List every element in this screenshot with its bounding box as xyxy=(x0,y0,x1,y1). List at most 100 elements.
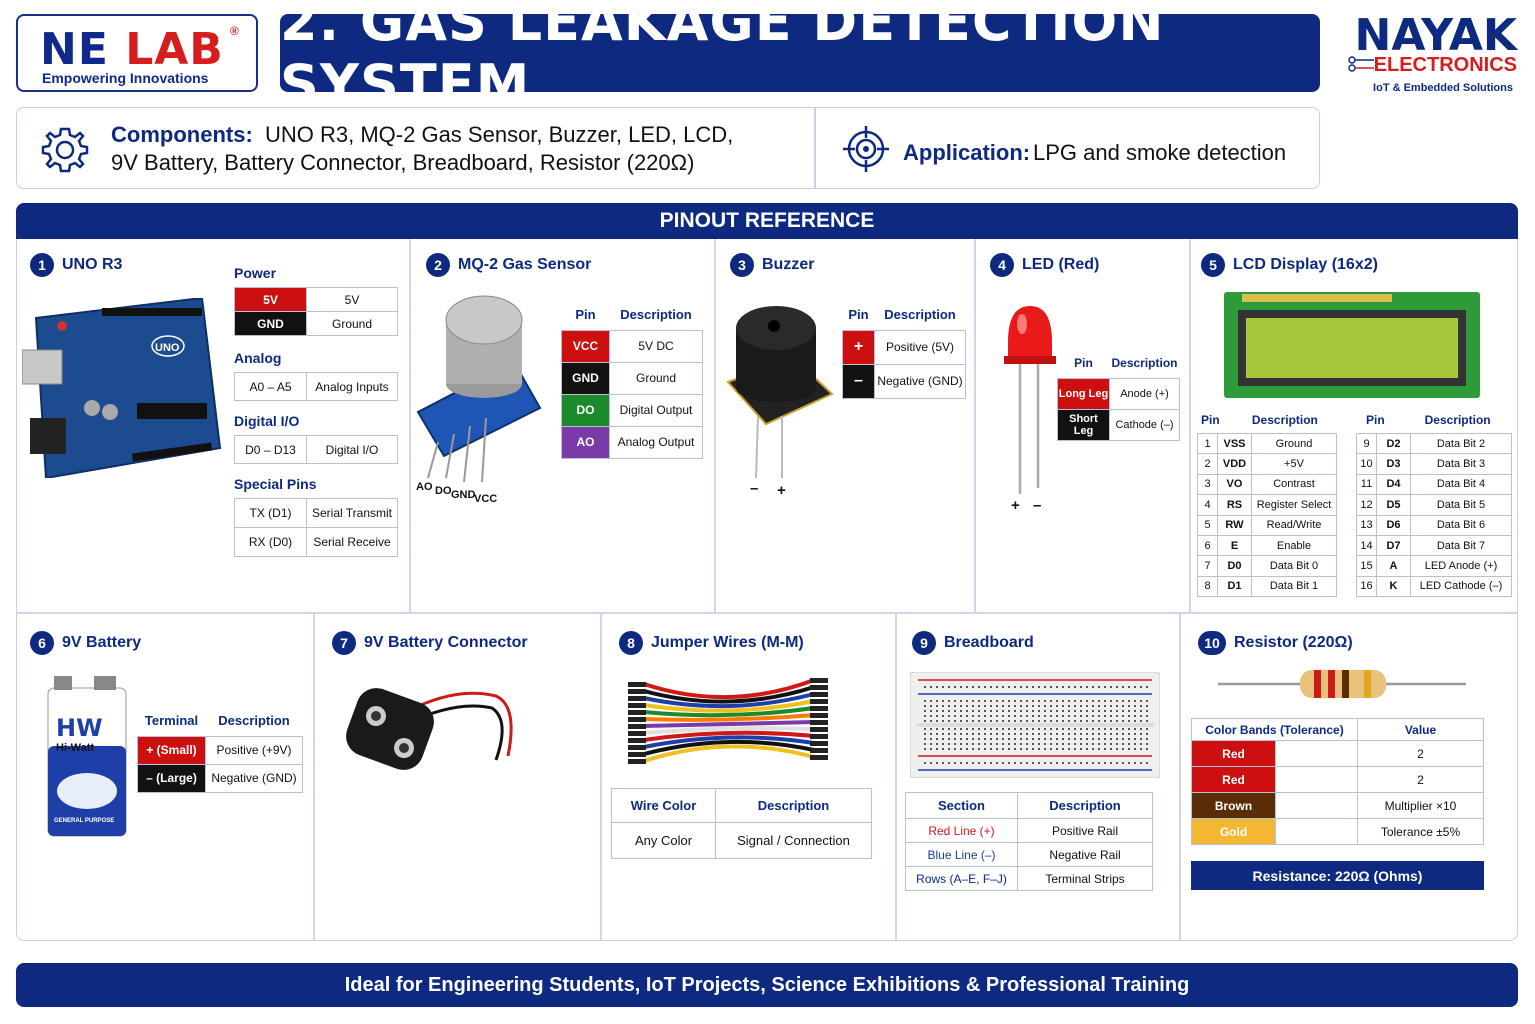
pin-number-cell: 15 xyxy=(1356,555,1377,577)
desc-cell: Data Bit 3 xyxy=(1410,453,1512,475)
section-number: 3 xyxy=(730,253,754,277)
jumper-pin-housing xyxy=(628,738,646,743)
col-header-description: Description xyxy=(1424,413,1491,427)
pin-cell: GND xyxy=(561,361,610,395)
pin-number-cell: 8 xyxy=(1197,575,1218,598)
col-header-description: Description xyxy=(620,307,692,323)
special-pins-table: TX (D1)Serial Transmit RX (D0)Serial Rec… xyxy=(234,498,398,557)
band-cell: Red xyxy=(1191,740,1276,767)
jumper-wire xyxy=(643,739,815,756)
section-cell: Red Line (+) xyxy=(905,818,1018,843)
pin-name-cell: D4 xyxy=(1376,473,1411,496)
jumper-pin-housing xyxy=(628,724,646,729)
col-header-color-bands: Color Bands (Tolerance) xyxy=(1191,718,1358,741)
band-cell: Brown xyxy=(1191,792,1276,819)
section-cell: Rows (A–E, F–J) xyxy=(905,866,1018,891)
pin-name-cell: K xyxy=(1376,575,1411,598)
desc-cell: LED Cathode (–) xyxy=(1410,575,1512,598)
title-bar: 2. GAS LEAKAGE DETECTION SYSTEM xyxy=(280,0,1320,116)
table-row: + (Small)Positive (+9V) xyxy=(137,735,303,765)
led-image xyxy=(1004,306,1056,494)
desc-cell: Positive (+9V) xyxy=(205,735,303,765)
col-header-value: Value xyxy=(1357,718,1484,741)
desc-cell: Data Bit 1 xyxy=(1251,575,1337,598)
jumper-wire xyxy=(643,685,815,704)
desc-cell: Read/Write xyxy=(1251,514,1337,536)
buzzer-section-title: 3 Buzzer xyxy=(730,253,814,277)
pin-name-cell: D7 xyxy=(1376,534,1411,557)
pin-number-cell: 13 xyxy=(1356,514,1377,536)
section-label: MQ-2 Gas Sensor xyxy=(458,256,592,273)
value-cell: Multiplier ×10 xyxy=(1357,792,1484,819)
pin-name-cell: D1 xyxy=(1217,575,1252,598)
pin-cell: A0 – A5 xyxy=(234,372,307,401)
pinout-header: PINOUT REFERENCE xyxy=(16,203,1518,239)
footer-text: Ideal for Engineering Students, IoT Proj… xyxy=(344,973,1190,996)
col-header-description: Description xyxy=(1251,413,1318,427)
uno-board-image xyxy=(22,298,222,478)
desc-cell: Contrast xyxy=(1251,473,1337,496)
pin-name-cell: VDD xyxy=(1217,453,1252,475)
breadboard-holes xyxy=(924,686,1148,764)
jumper-wire xyxy=(643,720,815,728)
jumper-pin-housing xyxy=(810,706,828,711)
col-header-pin: Pin xyxy=(575,307,596,323)
desc-cell: Register Select xyxy=(1251,494,1337,516)
jumper-pin-housing xyxy=(810,685,828,690)
jumper-pin-housing xyxy=(810,734,828,739)
pin-cell: Long Leg xyxy=(1057,377,1110,410)
lcd-display-image xyxy=(1224,292,1480,398)
section-number: 5 xyxy=(1201,253,1225,277)
pin-number-cell: 4 xyxy=(1197,494,1218,516)
table-row: RX (D0)Serial Receive xyxy=(234,527,398,557)
desc-cell: Digital Output xyxy=(609,393,703,427)
section-label: Jumper Wires (M-M) xyxy=(651,634,804,651)
spacer-cell xyxy=(1275,766,1358,793)
nayak-logo: NAYAK ELECTRONICS IoT & Embedded Solutio… xyxy=(1340,10,1525,100)
jumper-pin-housing xyxy=(628,682,646,687)
led-leg-minus: – xyxy=(1033,497,1042,514)
analog-label: Analog xyxy=(234,350,282,366)
nayak-text: NAYAK xyxy=(1354,10,1517,61)
table-row: – (Large)Negative (GND) xyxy=(137,763,303,793)
section-number: 4 xyxy=(990,253,1014,277)
table-row: Red Line (+)Positive Rail xyxy=(905,818,1153,843)
buzzer-image xyxy=(726,306,834,479)
divider xyxy=(17,612,1517,614)
pin-number-cell: 12 xyxy=(1356,494,1377,516)
pinout-title: PINOUT REFERENCE xyxy=(659,209,875,232)
battery-brand: HW xyxy=(56,714,103,742)
pin-number-cell: 3 xyxy=(1197,473,1218,496)
buzzer-leg-minus: – xyxy=(750,480,759,497)
mq2-leg-vcc: VCC xyxy=(474,493,498,505)
jumper-pin-housing xyxy=(810,748,828,753)
jumper-pin-housing xyxy=(628,745,646,750)
jumper-section-title: 8 Jumper Wires (M-M) xyxy=(619,631,804,655)
pin-number-cell: 11 xyxy=(1356,473,1377,496)
section-label: Resistor (220Ω) xyxy=(1234,634,1353,651)
jumper-wire xyxy=(643,699,815,713)
components-line-2: 9V Battery, Battery Connector, Breadboar… xyxy=(111,150,695,175)
footer-bar: Ideal for Engineering Students, IoT Proj… xyxy=(16,963,1518,1007)
section-number: 6 xyxy=(30,631,54,655)
desc-cell: 5V DC xyxy=(609,329,703,363)
ne-lab-logo: NE LAB ® Empowering Innovations xyxy=(16,14,258,92)
divider xyxy=(313,613,315,941)
